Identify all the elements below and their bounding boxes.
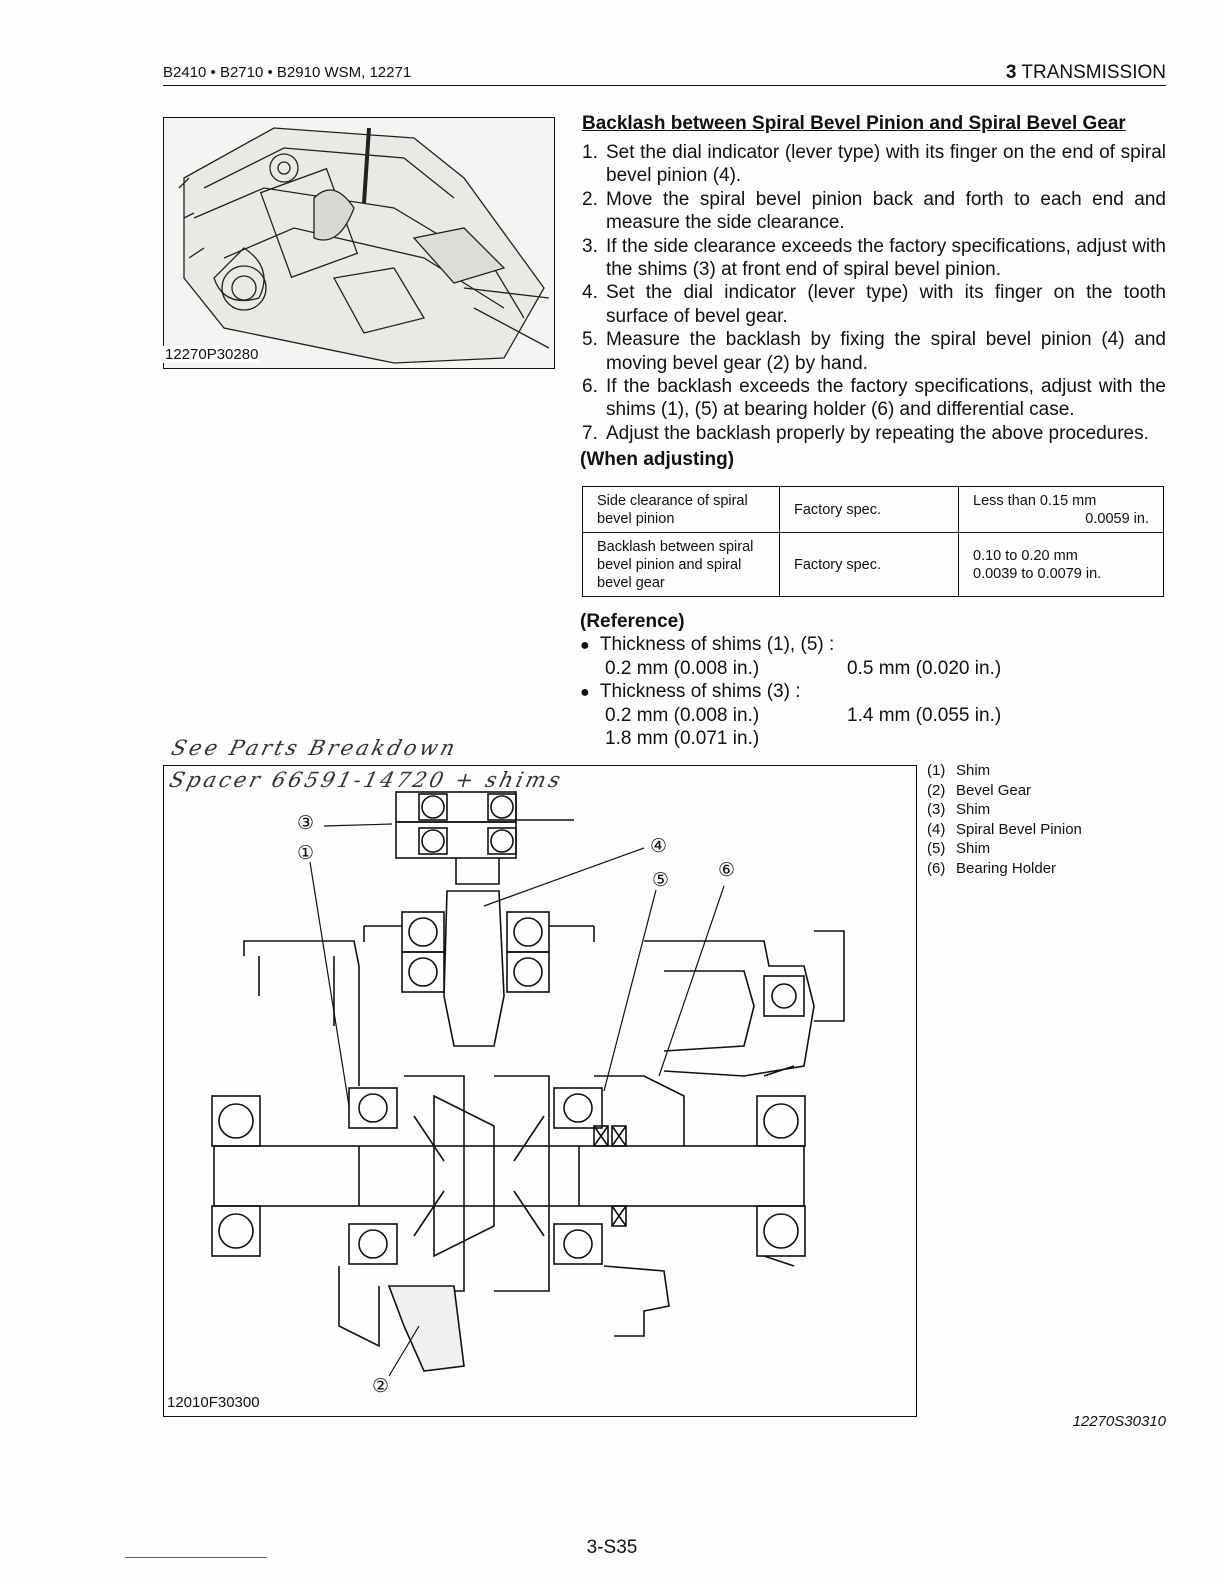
callout-4: ④ — [650, 835, 667, 857]
shim-value: 1.4 mm (0.055 in.) — [847, 705, 1002, 726]
spec-value: 0.10 to 0.20 mm 0.0039 to 0.0079 in. — [958, 532, 1164, 597]
spec-item: Side clearance of spiral bevel pinion — [582, 486, 780, 533]
shim-value: 0.2 mm (0.008 in.) — [605, 658, 760, 679]
shims-3-label-line: ● Thickness of shims (3) : — [580, 681, 801, 702]
step-item: 7.Adjust the backlash properly by repeat… — [582, 422, 1149, 444]
legend-item: (3)Shim — [927, 801, 991, 818]
legend-item: (5)Shim — [927, 840, 991, 857]
diagram-legend: (1)Shim (2)Bevel Gear (3)Shim (4)Spiral … — [927, 761, 1082, 878]
legend-item: (1)Shim — [927, 762, 991, 779]
spec-table: Side clearance of spiral bevel pinion Fa… — [582, 486, 1164, 597]
figure-id: 12270S30310 — [1072, 1413, 1166, 1430]
spec-item: Backlash between spiral bevel pinion and… — [582, 532, 780, 597]
spec-value: Less than 0.15 mm 0.0059 in. — [958, 486, 1164, 533]
bullet-icon: ● — [580, 637, 590, 654]
header-section: 3 TRANSMISSION — [1006, 62, 1166, 84]
bullet-icon: ● — [580, 684, 590, 701]
legend-item: (4)Spiral Bevel Pinion — [927, 820, 1082, 838]
callout-1: ① — [297, 842, 314, 864]
shim-value: 1.8 mm (0.071 in.) — [605, 728, 760, 749]
procedure-steps: 1.Set the dial indicator (lever type) wi… — [582, 141, 1166, 445]
callout-3: ③ — [297, 812, 314, 834]
diagram-caption: 12010F30300 — [167, 1394, 260, 1411]
step-item: 6.If the backlash exceeds the factory sp… — [582, 376, 1166, 421]
step-item: 4.Set the dial indicator (lever type) wi… — [582, 282, 1166, 327]
header-rule — [163, 85, 1166, 86]
header-models: B2410 • B2710 • B2910 WSM, 12271 — [163, 64, 412, 81]
table-row: Backlash between spiral bevel pinion and… — [582, 532, 1164, 597]
shim-value: 0.2 mm (0.008 in.) — [605, 705, 760, 726]
transmission-photo — [163, 117, 555, 369]
spec-type: Factory spec. — [779, 486, 959, 533]
shim-value: 0.5 mm (0.020 in.) — [847, 658, 1002, 679]
procedure-title: Backlash between Spiral Bevel Pinion and… — [582, 113, 1126, 134]
section-number: 3 — [1005, 62, 1017, 83]
legend-item: (2)Bevel Gear — [927, 781, 1032, 799]
reference-title: (Reference) — [580, 611, 685, 632]
differential-diagram: ③ ① ④ ⑤ ⑥ ② — [163, 765, 917, 1417]
step-item: 2.Move the spiral bevel pinion back and … — [582, 188, 1166, 234]
spec-type: Factory spec. — [779, 532, 959, 597]
callout-2: ② — [372, 1375, 389, 1397]
handwritten-note-1: See Parts Breakdown — [169, 736, 461, 760]
footer-line — [125, 1557, 267, 1558]
page-number: 3-S35 — [586, 1537, 638, 1558]
legend-item: (6)Bearing Holder — [927, 859, 1057, 877]
step-item: 1.Set the dial indicator (lever type) wi… — [582, 142, 1166, 187]
step-item: 3.If the side clearance exceeds the fact… — [582, 235, 1166, 281]
step-item: 5.Measure the backlash by fixing the spi… — [582, 329, 1166, 374]
differential-cross-section: ③ ① ④ ⑤ ⑥ ② — [211, 791, 845, 1397]
section-name: TRANSMISSION — [1021, 62, 1166, 83]
shims-1-5-label-line: ● Thickness of shims (1), (5) : — [580, 634, 835, 655]
table-row: Side clearance of spiral bevel pinion Fa… — [582, 486, 1164, 533]
adjusting-title: (When adjusting) — [580, 449, 735, 470]
callout-6: ⑥ — [718, 859, 735, 881]
photo-caption: 12270P30280 — [163, 346, 261, 363]
transmission-photo-drawing — [178, 127, 550, 364]
callout-5: ⑤ — [652, 869, 669, 891]
